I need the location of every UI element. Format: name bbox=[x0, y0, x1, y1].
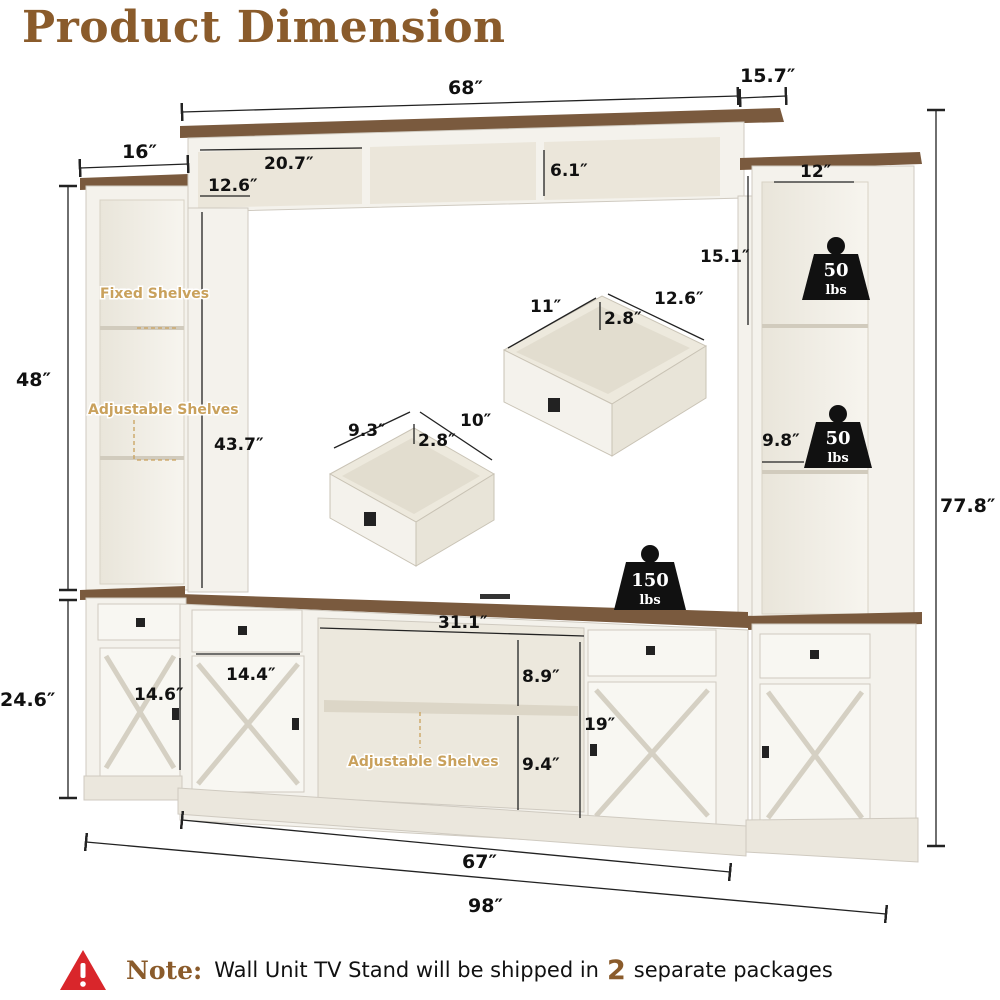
dim-overall-width: 98″ bbox=[468, 895, 503, 917]
dim-center-upper-height: 8.9″ bbox=[522, 667, 560, 687]
dim-bridge-leg-height: 43.7″ bbox=[214, 435, 264, 455]
weight-value: 50 bbox=[823, 260, 848, 281]
note-package-count: 2 bbox=[607, 954, 626, 986]
fixed-shelves-label: Fixed Shelves bbox=[100, 286, 209, 302]
small-drawer bbox=[328, 427, 495, 567]
dim-right-shelf-depth: 9.8″ bbox=[762, 431, 800, 451]
dim-small-drawer-width: 9.3″ bbox=[348, 421, 386, 441]
console bbox=[80, 586, 922, 863]
dim-bridge-cubby-height: 6.1″ bbox=[550, 161, 588, 181]
large-drawer bbox=[502, 295, 708, 457]
weight-unit: lbs bbox=[639, 593, 660, 608]
right-tower bbox=[740, 152, 922, 623]
dim-center-opening-width: 31.1″ bbox=[438, 613, 488, 633]
dim-right-door-height: 19″ bbox=[584, 715, 616, 735]
dim-small-drawer-height: 2.8″ bbox=[418, 431, 456, 451]
dim-tower-height: 48″ bbox=[16, 369, 51, 391]
dim-large-drawer-depth: 12.6″ bbox=[654, 289, 704, 309]
adjustable-shelves-left-label: Adjustable Shelves bbox=[88, 402, 239, 418]
weight-value: 50 bbox=[825, 428, 850, 449]
dim-tower-depth: 16″ bbox=[122, 141, 157, 163]
dim-right-shelf-height: 15.1″ bbox=[700, 247, 750, 267]
dim-small-drawer-depth: 10″ bbox=[460, 411, 492, 431]
page-title: Product Dimension bbox=[22, 2, 506, 53]
dim-large-drawer-width: 11″ bbox=[530, 297, 562, 317]
dim-center-lower-height: 9.4″ bbox=[522, 755, 560, 775]
furniture-illustration bbox=[80, 108, 922, 863]
weight-value: 150 bbox=[631, 570, 669, 591]
dim-right-tower-inner-width: 12″ bbox=[800, 162, 832, 182]
dim-console-width: 67″ bbox=[462, 851, 497, 873]
dim-bridge-cubby-depth: 12.6″ bbox=[208, 176, 258, 196]
dim-bridge-cubby-width: 20.7″ bbox=[264, 154, 314, 174]
dim-console-height: 24.6″ bbox=[0, 689, 56, 711]
weight-badge: 50 lbs bbox=[802, 237, 870, 300]
shipping-note: Note: Wall Unit TV Stand will be shipped… bbox=[58, 950, 833, 990]
note-text-before: Wall Unit TV Stand will be shipped in bbox=[214, 958, 599, 982]
dim-left-door-width: 14.4″ bbox=[226, 665, 276, 685]
weight-badge: 150 lbs bbox=[614, 545, 686, 610]
dim-bridge-width: 68″ bbox=[448, 77, 483, 99]
note-label: Note: bbox=[126, 955, 203, 985]
weight-badge: 50 lbs bbox=[804, 405, 872, 468]
weight-unit: lbs bbox=[827, 451, 848, 466]
dim-large-drawer-height: 2.8″ bbox=[604, 309, 642, 329]
left-tower bbox=[80, 174, 189, 591]
note-text-after: separate packages bbox=[633, 958, 833, 982]
warning-icon bbox=[60, 950, 106, 990]
dim-bridge-depth: 15.7″ bbox=[740, 65, 796, 87]
dimension-lines bbox=[58, 86, 946, 924]
dim-left-door-height: 14.6″ bbox=[134, 685, 184, 705]
bridge bbox=[180, 108, 784, 617]
dim-overall-height: 77.8″ bbox=[940, 495, 996, 517]
weight-unit: lbs bbox=[825, 283, 846, 298]
adjustable-shelves-center-label: Adjustable Shelves bbox=[348, 754, 499, 770]
